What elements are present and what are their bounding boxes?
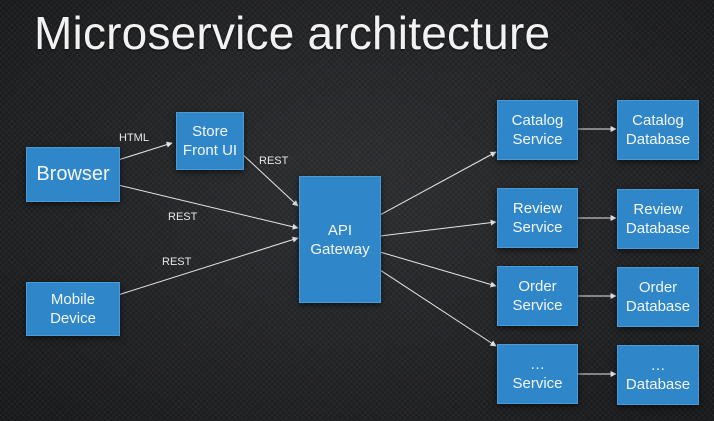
edge-label-rest-browser: REST (168, 211, 198, 223)
arrow-gateway-catalog (379, 151, 497, 216)
order-service-node: Order Service (497, 266, 578, 326)
api-gateway-node: API Gateway (299, 176, 381, 303)
arrow-storefront-gateway (239, 151, 299, 207)
arrow-mobile-gateway (117, 236, 299, 296)
arrow-gateway-order (379, 251, 497, 288)
arrow-browser-gateway (117, 184, 299, 230)
catalog-database-node: Catalog Database (617, 100, 699, 160)
arrow-gateway-review (379, 219, 497, 237)
more-service-node: … Service (497, 344, 578, 404)
browser-node: Browser (26, 147, 120, 202)
review-service-node: Review Service (497, 188, 578, 248)
order-database-node: Order Database (617, 267, 699, 327)
mobile-device-node: Mobile Device (26, 282, 120, 336)
edge-label-rest-mobile: REST (162, 256, 192, 268)
page-title: Microservice architecture (34, 7, 551, 59)
arrow-gateway-more (379, 269, 497, 347)
more-database-node: … Database (617, 345, 699, 405)
catalog-service-node: Catalog Service (497, 100, 578, 160)
edge-label-rest-storefront: REST (259, 155, 289, 167)
review-database-node: Review Database (617, 189, 699, 249)
arrow-browser-storefront (117, 141, 173, 161)
storefront-node: Store Front UI (176, 112, 244, 170)
edge-label-html: HTML (119, 132, 149, 144)
